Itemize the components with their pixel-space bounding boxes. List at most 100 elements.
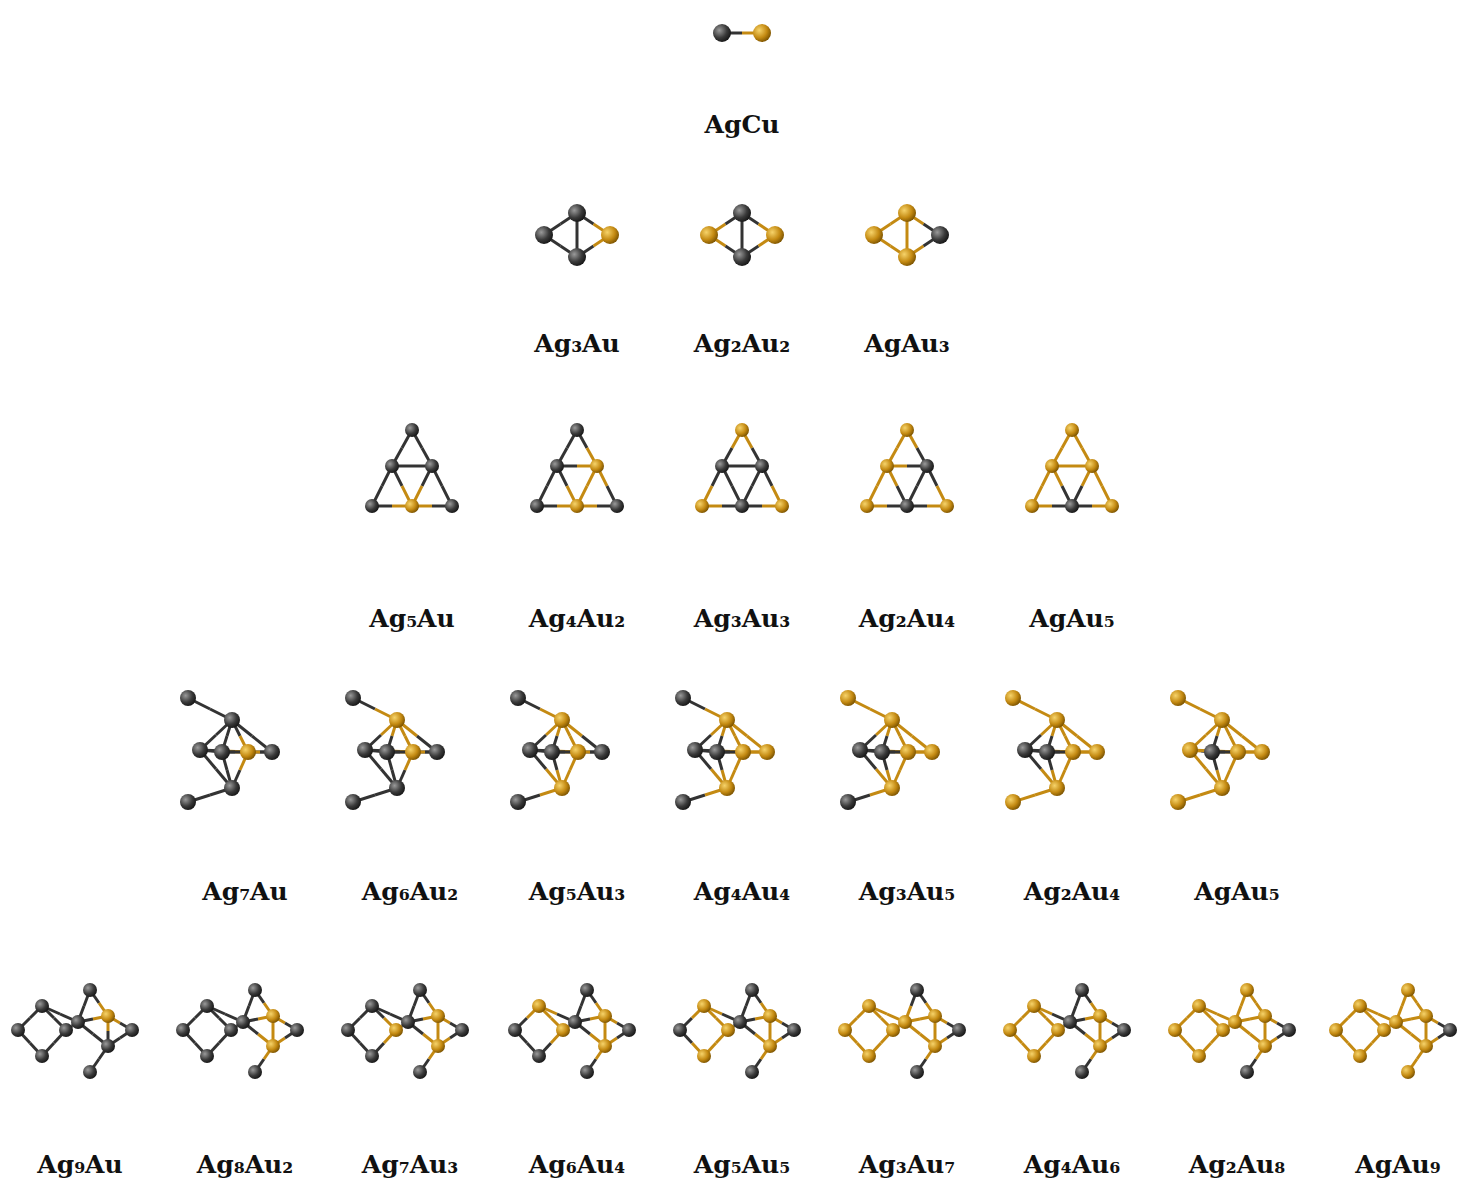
silver-atom (365, 1049, 379, 1063)
gold-atom (1027, 1049, 1041, 1063)
silver-atom (544, 744, 560, 760)
cluster-label: Ag₂Au₄ (859, 604, 955, 634)
gold-atom (697, 999, 711, 1013)
silver-atom (568, 1015, 582, 1029)
gold-atom (266, 1039, 280, 1053)
gold-atom (1045, 459, 1059, 473)
gold-atom (1093, 1009, 1107, 1023)
gold-atom (838, 1023, 852, 1037)
cluster-label: Ag₂Au₈ (1189, 1150, 1285, 1180)
cluster-label: Ag₄Au₂ (529, 604, 625, 634)
silver-atom (35, 999, 49, 1013)
silver-atom (522, 742, 538, 758)
silver-atom (1240, 1065, 1254, 1079)
silver-atom (687, 742, 703, 758)
cluster-label: Ag₇Au₃ (362, 1150, 458, 1180)
gold-atom (1419, 1039, 1433, 1053)
cluster-label: Ag₃Au₅ (859, 877, 955, 907)
silver-atom (580, 983, 594, 997)
gold-atom (1240, 983, 1254, 997)
cluster-label: Ag₈Au₂ (197, 1150, 293, 1180)
gold-atom (1214, 712, 1230, 728)
gold-atom (1353, 1049, 1367, 1063)
gold-atom (389, 1023, 403, 1037)
silver-atom (1039, 744, 1055, 760)
silver-atom (508, 1023, 522, 1037)
gold-atom (865, 226, 883, 244)
silver-atom (125, 1023, 139, 1037)
silver-atom (35, 1049, 49, 1063)
gold-atom (598, 1039, 612, 1053)
gold-atom (719, 712, 735, 728)
gold-atom (860, 499, 874, 513)
gold-atom (1089, 744, 1105, 760)
gold-atom (598, 1009, 612, 1023)
silver-atom (952, 1023, 966, 1037)
gold-atom (1170, 690, 1186, 706)
silver-atom (192, 742, 208, 758)
gold-atom (1192, 999, 1206, 1013)
silver-atom (580, 1065, 594, 1079)
silver-atom (532, 1049, 546, 1063)
silver-atom (920, 459, 934, 473)
silver-atom (101, 1039, 115, 1053)
silver-atom (455, 1023, 469, 1037)
gold-atom (431, 1009, 445, 1023)
silver-atom (425, 459, 439, 473)
gold-atom (884, 712, 900, 728)
silver-atom (224, 1023, 238, 1037)
gold-atom (719, 780, 735, 796)
gold-atom (1228, 1015, 1242, 1029)
silver-atom (385, 459, 399, 473)
gold-atom (405, 744, 421, 760)
gold-atom (556, 1023, 570, 1037)
silver-atom (931, 226, 949, 244)
silver-atom (535, 226, 553, 244)
gold-atom (1065, 744, 1081, 760)
silver-atom (1443, 1023, 1457, 1037)
gold-atom (1214, 780, 1230, 796)
cluster-label: AgAu₃ (864, 329, 949, 359)
gold-atom (735, 744, 751, 760)
silver-atom (550, 459, 564, 473)
cluster-label: AgAu₉ (1355, 1150, 1440, 1180)
silver-atom (874, 744, 890, 760)
silver-atom (200, 1049, 214, 1063)
silver-atom (715, 459, 729, 473)
silver-atom (610, 499, 624, 513)
gold-atom (389, 712, 405, 728)
silver-atom (365, 499, 379, 513)
gold-atom (405, 499, 419, 513)
silver-atom (290, 1023, 304, 1037)
gold-atom (1170, 794, 1186, 810)
gold-atom (759, 744, 775, 760)
gold-atom (898, 204, 916, 222)
gold-atom (1049, 780, 1065, 796)
silver-atom (1117, 1023, 1131, 1037)
gold-atom (101, 1009, 115, 1023)
gold-atom (1254, 744, 1270, 760)
gold-atom (1377, 1023, 1391, 1037)
silver-atom (365, 999, 379, 1013)
cluster-label: Ag₆Au₄ (529, 1150, 625, 1180)
gold-atom (1005, 794, 1021, 810)
gold-atom (1168, 1023, 1182, 1037)
gold-atom (721, 1023, 735, 1037)
gold-atom (695, 499, 709, 513)
silver-atom (1204, 744, 1220, 760)
silver-atom (445, 499, 459, 513)
gold-atom (590, 459, 604, 473)
silver-atom (510, 690, 526, 706)
gold-atom (898, 1015, 912, 1029)
gold-atom (900, 423, 914, 437)
silver-atom (83, 1065, 97, 1079)
silver-atom (852, 742, 868, 758)
silver-atom (910, 983, 924, 997)
silver-atom (1063, 1015, 1077, 1029)
silver-atom (401, 1015, 415, 1029)
gold-atom (928, 1009, 942, 1023)
gold-atom (763, 1009, 777, 1023)
silver-atom (568, 204, 586, 222)
gold-atom (532, 999, 546, 1013)
